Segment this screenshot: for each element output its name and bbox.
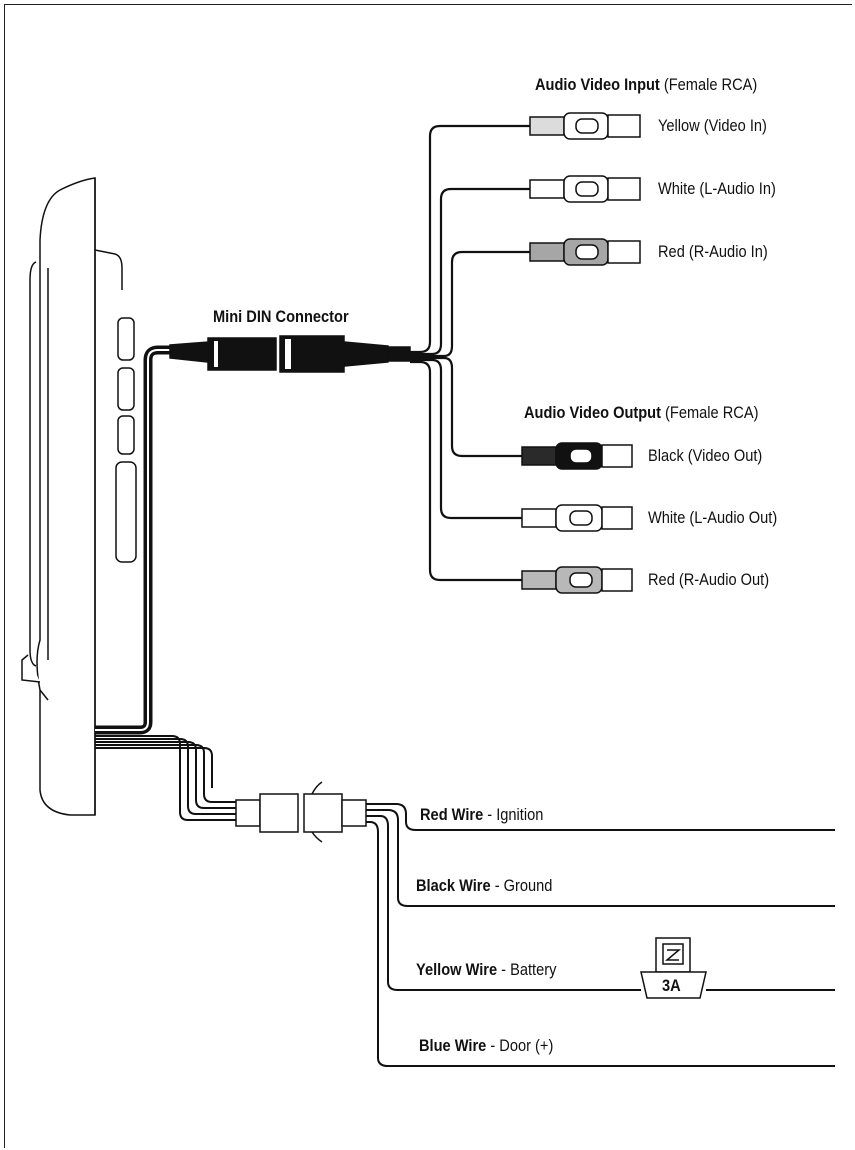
av-cable [95, 345, 172, 735]
jack-label-red-out: Red (R-Audio Out) [648, 570, 770, 589]
diagram-frame [4, 4, 852, 1148]
rca-jack-red-out [521, 566, 633, 594]
rca-jack-red-in [529, 238, 641, 266]
power-harness-wires [95, 735, 236, 821]
jack-label-yellow-in: Yellow (Video In) [658, 116, 767, 135]
mini-din-label: Mini DIN Connector [213, 307, 349, 326]
fuse-3a [640, 937, 707, 999]
rca-jack-black-out [521, 442, 633, 470]
fuse-rating-label: 3A [662, 976, 681, 995]
jack-label-white-out: White (L-Audio Out) [648, 508, 778, 527]
mini-din-connector [169, 335, 411, 373]
av-input-title: Audio Video Input (Female RCA) [535, 75, 758, 94]
rca-jack-yellow-in [529, 112, 641, 140]
power-output-wires [366, 803, 835, 1067]
monitor-unit [21, 177, 137, 816]
rca-jack-white-in [529, 175, 641, 203]
wire-label-black: Black Wire - Ground [416, 876, 553, 895]
jack-label-white-in: White (L-Audio In) [658, 179, 776, 198]
wire-label-red: Red Wire - Ignition [420, 805, 544, 824]
harness-connector [235, 781, 367, 843]
jack-label-black-out: Black (Video Out) [648, 446, 763, 465]
wire-label-blue: Blue Wire - Door (+) [419, 1036, 554, 1055]
av-output-title: Audio Video Output (Female RCA) [524, 403, 759, 422]
jack-label-red-in: Red (R-Audio In) [658, 242, 768, 261]
wire-label-yellow: Yellow Wire - Battery [416, 960, 557, 979]
av-breakout-wires [410, 124, 530, 582]
rca-jack-white-out [521, 504, 633, 532]
